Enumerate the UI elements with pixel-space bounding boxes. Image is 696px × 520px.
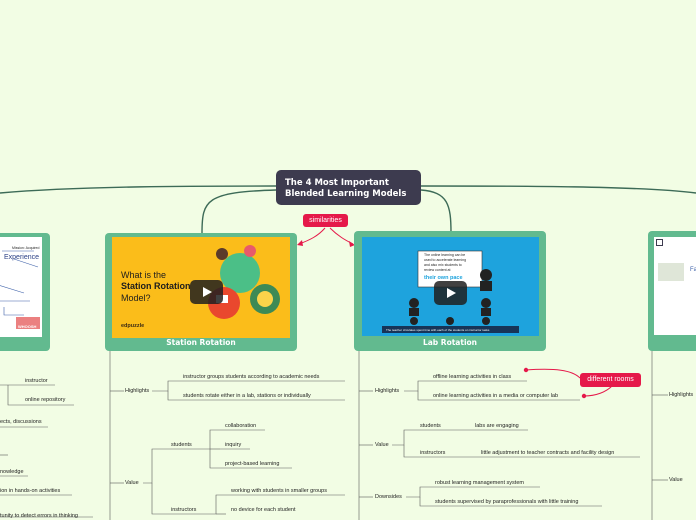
- left-branch-item[interactable]: nowledge: [0, 469, 24, 475]
- left-branch-item[interactable]: tunity to detect errors in thinking: [0, 513, 78, 519]
- lab-rotation-illustration: [382, 250, 519, 333]
- station-thumb-brand: edpuzzle: [121, 323, 145, 329]
- lab-value-who[interactable]: instructors: [420, 450, 446, 456]
- station-students-label[interactable]: students: [171, 442, 192, 448]
- station-value-label[interactable]: Value: [125, 480, 139, 486]
- station-thumb-line2: Station Rotation: [121, 281, 191, 291]
- right-value-label[interactable]: Value: [669, 477, 683, 483]
- station-rotation-illustration: [208, 245, 280, 319]
- station-highlight-item[interactable]: students rotate either in a lab, station…: [183, 393, 311, 399]
- right-card-image-placeholder: [658, 263, 684, 281]
- lab-highlight-item[interactable]: online learning activities in a media or…: [433, 393, 559, 399]
- blended-model-card-right[interactable]: Fa: [648, 231, 696, 351]
- lab-value-who[interactable]: students: [420, 423, 441, 429]
- lab-highlights-label[interactable]: Highlights: [375, 388, 400, 394]
- station-thumb-line1: What is the: [121, 270, 167, 280]
- right-highlights-label[interactable]: Highlights: [669, 392, 694, 398]
- lab-board-highlight: their own pace: [424, 275, 463, 281]
- lab-rotation-title: Lab Rotation: [422, 338, 478, 347]
- central-topic-line1: The 4 Most Important: [285, 178, 389, 188]
- lab-board-line4: review content at: [424, 268, 451, 272]
- station-rotation-card[interactable]: What is the Station Rotation Model? edpu…: [105, 233, 297, 351]
- blended-model-card-left[interactable]: Mission: Acquired Experience WHOOSH: [0, 233, 50, 351]
- right-card-thumbnail: Fa: [654, 237, 696, 335]
- similarities-relation[interactable]: similarities: [303, 214, 348, 227]
- different-rooms-relation[interactable]: different rooms: [580, 373, 641, 387]
- station-students-item[interactable]: collaboration: [225, 423, 257, 429]
- station-instructors-item[interactable]: working with students in smaller groups: [231, 488, 327, 494]
- lab-board-line2: used to accelerate learning: [424, 258, 467, 262]
- lab-downsides-label[interactable]: Downsides: [375, 494, 402, 500]
- station-rotation-title: Station Rotation: [166, 338, 236, 347]
- left-card-header: Mission: Acquired: [12, 246, 40, 250]
- station-thumb-line3: Model?: [121, 293, 151, 303]
- lab-value-what[interactable]: little adjustment to teacher contracts a…: [481, 450, 615, 456]
- lab-rotation-card[interactable]: The online learning can be used to accel…: [354, 231, 546, 351]
- station-highlights-label[interactable]: Highlights: [125, 388, 150, 394]
- left-card-thumbnail: Mission: Acquired Experience WHOOSH: [0, 237, 42, 337]
- station-students-item[interactable]: inquiry: [225, 442, 242, 448]
- station-highlight-item[interactable]: instructor groups students according to …: [183, 374, 320, 380]
- station-instructors-label[interactable]: instructors: [171, 507, 197, 513]
- station-rotation-thumbnail[interactable]: What is the Station Rotation Model? edpu…: [112, 237, 290, 338]
- lab-board-line1: The online learning can be: [424, 253, 466, 257]
- lab-board-line3: and also mix students to: [424, 263, 462, 267]
- left-card-experience: Experience: [4, 254, 40, 261]
- station-students-item[interactable]: project-based learning: [225, 461, 280, 467]
- station-instructors-item[interactable]: no device for each student: [231, 507, 296, 513]
- left-card-brand: WHOOSH: [18, 324, 37, 329]
- left-branch-item[interactable]: instructor: [25, 378, 48, 384]
- lab-rotation-thumbnail[interactable]: The online learning can be used to accel…: [362, 237, 539, 336]
- lab-value-what[interactable]: labs are engaging: [475, 423, 519, 429]
- lab-highlight-item[interactable]: offline learning activities in class: [433, 374, 512, 380]
- play-icon[interactable]: [434, 281, 467, 305]
- central-topic[interactable]: The 4 Most Important Blended Learning Mo…: [276, 170, 421, 205]
- right-card-text: Fa: [690, 267, 696, 273]
- left-branch-item[interactable]: online repository: [25, 397, 66, 403]
- lab-thumb-caption: The teacher circulates spent time with e…: [386, 328, 490, 332]
- left-card-sketch: [0, 250, 40, 329]
- central-topic-line2: Blended Learning Models: [285, 189, 407, 199]
- left-branch-item[interactable]: ects, discussions: [0, 419, 42, 425]
- lab-downside-item[interactable]: students supervised by paraprofessionals…: [435, 499, 579, 505]
- lab-value-label[interactable]: Value: [375, 442, 389, 448]
- lab-downside-item[interactable]: robust learning management system: [435, 480, 524, 486]
- left-branch-item[interactable]: ion in hands-on activities: [0, 488, 61, 494]
- right-card-square-icon: [656, 239, 663, 246]
- play-icon[interactable]: [190, 280, 223, 304]
